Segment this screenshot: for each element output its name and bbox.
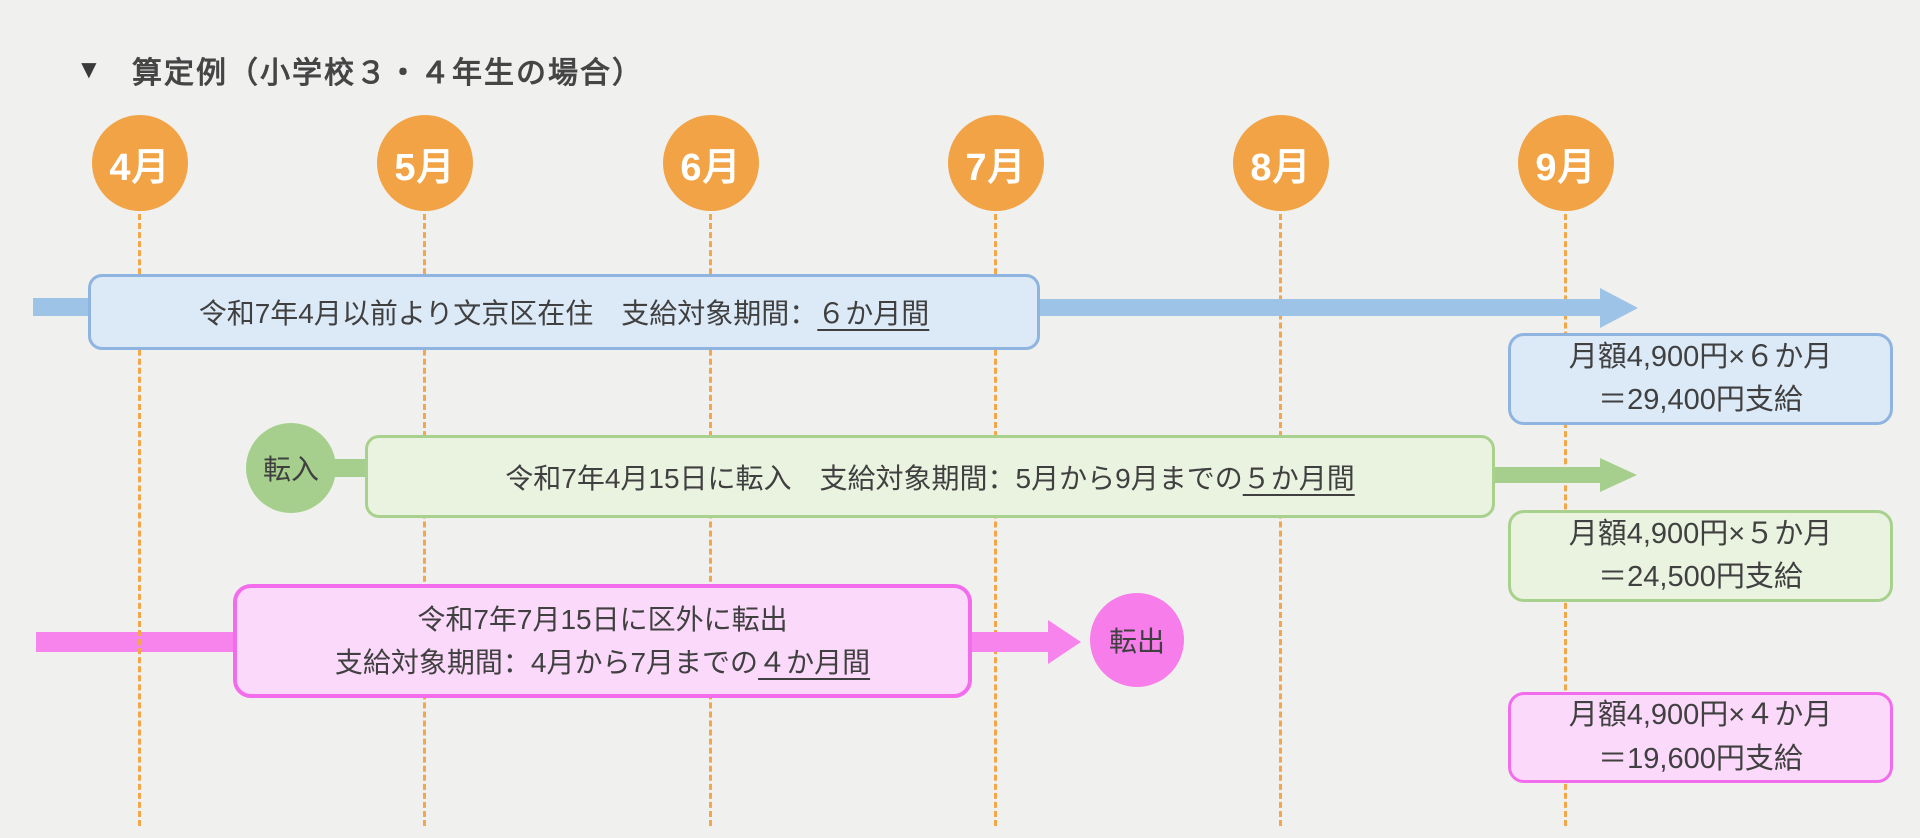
- month-gridline-august: [1279, 214, 1282, 826]
- move-in-badge-label: 転入: [262, 454, 319, 485]
- move-out-badge: 転出: [1090, 593, 1184, 687]
- month-circle-august: 8月: [1233, 115, 1329, 211]
- move-out-case-result-box: 月額4,900円×４か月 ＝19,600円支給: [1508, 692, 1893, 783]
- move-out-case-line2-prefix: 支給対象期間：4月から7月までの: [334, 647, 759, 678]
- move-out-case-text-line1: 令和7年7月15日に区外に転出: [417, 603, 788, 635]
- result-total: ＝29,400円支給: [1598, 384, 1803, 416]
- resident-case-text: 令和7年4月以前より文京区在住 支給対象期間：: [198, 298, 818, 329]
- green-connector: [328, 459, 372, 477]
- move-in-case-period-underlined: ５か月間: [1242, 462, 1355, 494]
- pink-timeline-stub: [36, 632, 233, 652]
- month-gridline-june: [709, 214, 712, 826]
- month-circle-june: 6月: [663, 115, 759, 211]
- pink-arrow-shaft: [970, 632, 1050, 652]
- month-label: 8月: [1250, 146, 1312, 189]
- pink-arrow-head-icon: [1048, 620, 1081, 664]
- result-formula: 月額4,900円×５か月: [1568, 517, 1833, 550]
- page-title: 算定例（小学校３・４年生の場合）: [132, 57, 644, 90]
- green-arrow-shaft: [1493, 467, 1602, 483]
- move-in-case-text: 令和7年4月15日に転入 支給対象期間：5月から9月までの: [505, 462, 1243, 494]
- move-in-badge: 転入: [246, 423, 336, 513]
- month-label: 6月: [680, 146, 742, 189]
- move-out-case-label-box: 令和7年7月15日に区外に転出 支給対象期間：4月から7月までの４か月間: [233, 584, 972, 698]
- move-out-badge-label: 転出: [1108, 626, 1165, 657]
- blue-arrow-shaft: [1038, 299, 1602, 316]
- month-gridline-april: [138, 214, 141, 826]
- month-circle-july: 7月: [948, 115, 1044, 211]
- month-label: 5月: [394, 146, 456, 189]
- month-circle-may: 5月: [377, 115, 473, 211]
- result-formula: 月額4,900円×６か月: [1568, 340, 1833, 373]
- resident-case-label-box: 令和7年4月以前より文京区在住 支給対象期間：６か月間: [88, 274, 1040, 350]
- resident-case-result-box: 月額4,900円×６か月 ＝29,400円支給: [1508, 333, 1893, 425]
- month-gridline-july: [994, 214, 997, 826]
- month-label: 7月: [965, 146, 1027, 189]
- result-formula: 月額4,900円×４か月: [1568, 699, 1833, 731]
- blue-timeline-stub: [33, 298, 89, 316]
- month-label: 4月: [109, 146, 171, 189]
- green-arrow-head-icon: [1600, 458, 1637, 492]
- resident-case-period-underlined: ６か月間: [817, 298, 930, 329]
- blue-arrow-head-icon: [1600, 288, 1638, 328]
- move-out-case-text-line2: 支給対象期間：4月から7月までの４か月間: [335, 641, 870, 684]
- month-circle-april: 4月: [92, 115, 188, 211]
- move-out-case-period-underlined: ４か月間: [758, 647, 871, 678]
- title-row: ▼ 算定例（小学校３・４年生の場合）: [0, 22, 1920, 90]
- triangle-marker-icon: ▼: [76, 54, 102, 84]
- move-in-case-result-box: 月額4,900円×５か月 ＝24,500円支給: [1508, 510, 1893, 602]
- month-label: 9月: [1535, 146, 1597, 189]
- result-total: ＝24,500円支給: [1598, 561, 1803, 593]
- month-gridline-may: [423, 214, 426, 826]
- month-circle-september: 9月: [1518, 115, 1614, 211]
- result-total: ＝19,600円支給: [1598, 742, 1803, 775]
